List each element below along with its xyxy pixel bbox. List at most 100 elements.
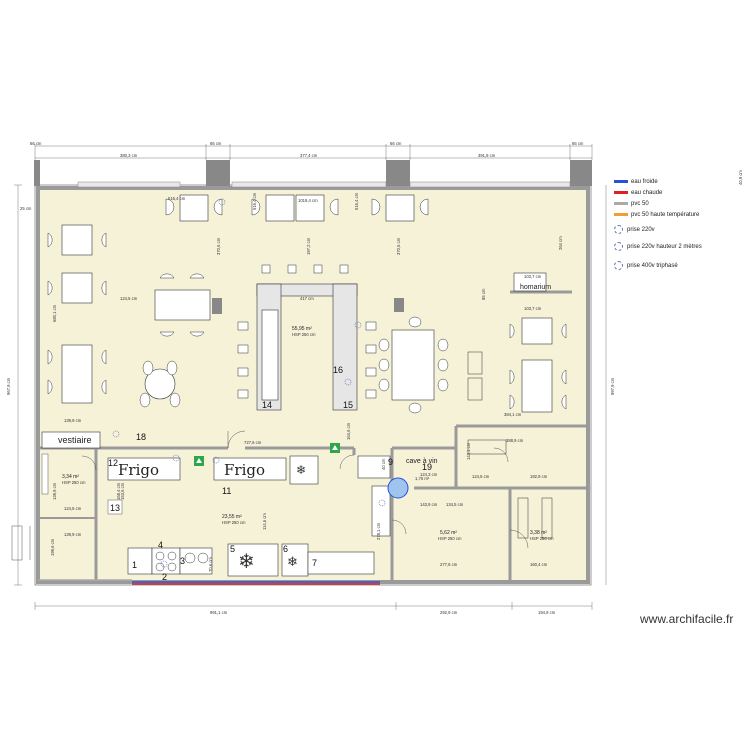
snowflake-icon: ❄ (296, 463, 306, 477)
dim-inner: 516,4 cm (168, 196, 186, 201)
central-bar (256, 283, 358, 411)
cave-unit (357, 455, 391, 479)
doors (11, 430, 529, 561)
dim-inner: 1019,4 cm (298, 198, 318, 203)
legend: eau froide eau chaude pvc 50 pvc 50 haut… (614, 176, 744, 271)
dim-inner: 139,9 cm (64, 532, 82, 537)
dim-inner: 114,6 cm (262, 513, 267, 530)
dim-top-4: 66 cm (390, 141, 402, 146)
equip-number-16: 16 (333, 365, 343, 375)
dim-top-6: 66 cm (572, 141, 584, 146)
dim-inner: 164,6 cm (346, 422, 351, 440)
dim-left-2: 967,9 cm (6, 377, 11, 395)
dim-top-0: 66 cm (30, 141, 42, 146)
equip-number-13: 13 (110, 503, 120, 513)
outlet-3phase-icon (614, 261, 623, 270)
snowflake-icon: ❄ (287, 554, 298, 569)
dim-inner: 139,9 cm (64, 418, 82, 423)
dim-bottom-2: 194,9 cm (538, 610, 556, 615)
cave-label: cave à vin (406, 458, 438, 465)
equip-number-6: 6 (283, 544, 288, 554)
kitchen-area: 23,55 m² (222, 514, 242, 520)
bottom-dimension-lines (34, 602, 593, 610)
floor-area (38, 188, 588, 582)
dim-inner: 134,5 cm (446, 502, 464, 507)
dim-inner: 516,4 cm (354, 192, 359, 210)
dim-inner: 727,6 cm (244, 440, 262, 445)
legend-item: prise 220v (614, 224, 744, 235)
watermark[interactable]: www.archifacile.fr (640, 612, 734, 626)
dim-inner: 153,6 cm (120, 482, 125, 500)
legend-item: eau chaude (614, 187, 744, 198)
freezer (289, 455, 319, 485)
wc-area: 3,38 m² (530, 530, 547, 536)
dim-inner: 124,5 cm (64, 506, 82, 511)
cave-area: 1,76 m² (415, 476, 430, 481)
dim-bottom-1: 292,9 cm (440, 610, 458, 615)
dim-inner: 384,1 cm (504, 412, 522, 417)
pipes (38, 579, 380, 585)
wc-hsp: HSP 250 cm (530, 536, 554, 541)
dim-top-1: 380,3 cm (120, 153, 138, 158)
legend-item: prise 400v triphasé (614, 260, 744, 271)
storage-area: 5,62 m² (440, 530, 457, 536)
dim-inner: 370,6 cm (396, 237, 401, 255)
dim-inner: 160,4 cm (530, 562, 548, 567)
frigo-1 (107, 457, 181, 481)
equip-number-19: 19 (422, 462, 432, 472)
legend-item: eau froide (614, 176, 744, 187)
dim-inner: 143,1 cm (466, 442, 471, 460)
main-hsp: HSP 250 cm (292, 332, 316, 337)
equip-number-4: 4 (158, 540, 163, 550)
dim-inner: 388,9 cm (506, 438, 524, 443)
dim-left-1: 40,9 cm (738, 170, 743, 185)
dim-top-5: 391,8 cm (478, 153, 496, 158)
dim-inner: 278,1 cm (376, 522, 381, 540)
dim-bottom-0: 991,1 cm (210, 610, 228, 615)
outlet-icon (614, 225, 623, 234)
dim-inner: 143,9 cm (420, 502, 438, 507)
frigo-2 (213, 457, 287, 481)
dim-left-0: 25 cm (20, 206, 32, 211)
equip-number-18: 18 (136, 432, 146, 442)
pillar (212, 298, 222, 314)
left-dimension-lines (14, 184, 22, 586)
top-dimension-lines (34, 144, 593, 160)
vestiaire-label: vestiaire (58, 435, 92, 445)
outlet-icons (112, 198, 386, 568)
dim-inner: 40 cm (381, 458, 386, 470)
dim-top-3: 377,4 cm (300, 153, 318, 158)
dim-inner: 124,5 cm (472, 474, 490, 479)
legend-item: prise 220v hauteur 2 mètres (614, 241, 744, 252)
dim-inner: 680,1 cm (52, 304, 57, 322)
equip-number-2: 2 (162, 572, 167, 582)
dim-inner: 103,7 cm (524, 274, 542, 279)
dim-top-2: 66 cm (210, 141, 222, 146)
dim-inner: 417 cm (300, 296, 314, 301)
main-area: 55,95 m² (292, 326, 312, 332)
dim-inner: 168,4 cm (116, 482, 121, 500)
equip-number-7: 7 (312, 558, 317, 568)
equip-number-1: 1 (132, 560, 137, 570)
drain-icon (387, 477, 409, 499)
dim-inner: 124,5 cm (120, 296, 138, 301)
pillar (394, 298, 404, 312)
equip-number-9: 9 (388, 457, 393, 467)
dim-inner: 124,3 cm (420, 472, 438, 477)
equip-number-14: 14 (262, 400, 272, 410)
dim-inner: 70,6 cm (208, 557, 213, 572)
lockers (41, 453, 123, 515)
equip-number-11: 11 (222, 486, 231, 496)
dim-inner: 85 cm (481, 288, 486, 300)
legend-item: pvc 50 haute température (614, 209, 744, 220)
homarium-label: homarium (520, 284, 551, 291)
bar-stools (237, 264, 377, 399)
dim-right-0: 997,9 cm (610, 377, 615, 395)
chairs (47, 198, 567, 414)
frigo-1-label: Frigo (118, 461, 159, 479)
equip-number-3: 3 (180, 556, 185, 566)
vestiaire-hsp: HSP 250 cm (62, 480, 86, 485)
dining-tables (61, 194, 553, 413)
top-wall-windows (34, 160, 592, 188)
